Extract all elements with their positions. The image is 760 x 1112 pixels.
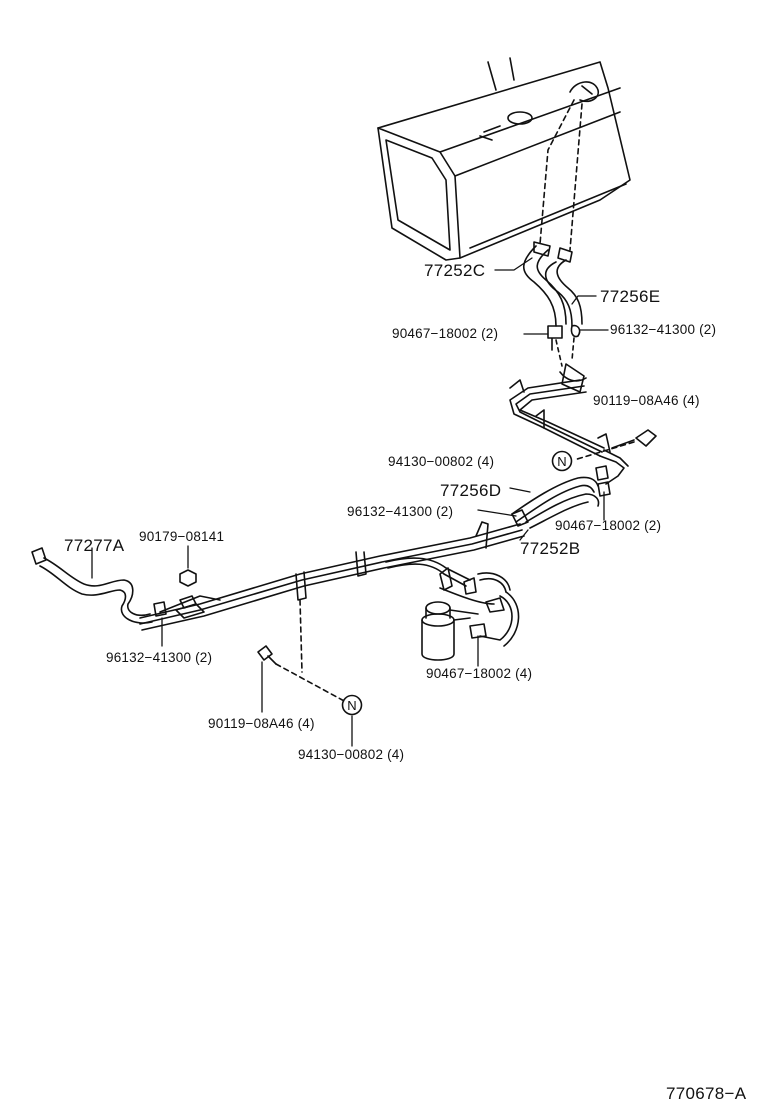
n-mark-bottom: N (347, 698, 356, 713)
label-90467-18002-bottom: 90467−18002 (4) (426, 666, 533, 681)
upper-pipe-run (509, 363, 629, 497)
n-mark-top: N (557, 454, 566, 469)
bolt-90119-right-drawing (611, 429, 657, 449)
bolt-90119-left-drawing (257, 645, 277, 665)
label-96132-41300-top: 96132−41300 (2) (610, 322, 717, 337)
label-77277a: 77277A (64, 536, 125, 555)
label-90179-08141: 90179−08141 (139, 529, 225, 544)
figure-id: 770678−A (666, 1084, 747, 1103)
hose-77256e-drawing (544, 247, 583, 327)
label-77252b: 77252B (520, 539, 581, 558)
hose-77256d-drawing (511, 476, 599, 523)
clamp-96132-left-drawing (153, 601, 167, 617)
label-90467-18002-top: 90467−18002 (2) (392, 326, 499, 341)
label-77256d: 77256D (440, 481, 502, 500)
label-90467-18002-mid: 90467−18002 (2) (555, 518, 662, 533)
fuel-filter-drawing (421, 601, 479, 661)
clamp-96132-top-drawing (570, 324, 581, 338)
nut-90179-drawing (175, 569, 205, 619)
label-90119-08a46-left: 90119−08A46 (4) (208, 716, 315, 731)
leader-tank-left (539, 99, 575, 245)
label-77252c: 77252C (424, 261, 486, 280)
label-leaders (91, 257, 609, 747)
label-94130-00802-top: 94130−00802 (4) (388, 454, 495, 469)
label-96132-41300-mid: 96132−41300 (2) (347, 504, 454, 519)
n-mark-circle-top (551, 450, 573, 472)
n-mark-circle-bottom (341, 694, 363, 716)
clip-90467-top-drawing (547, 325, 563, 351)
label-96132-41300-left: 96132−41300 (2) (106, 650, 213, 665)
hose-77277a-drawing (31, 547, 153, 624)
clip-90467-bottom-drawing (469, 623, 487, 639)
leader-tank-right (569, 103, 583, 251)
fuel-tank (377, 57, 631, 261)
hose-77252c-drawing (522, 241, 567, 327)
label-90119-08a46-right: 90119−08A46 (4) (593, 393, 700, 408)
label-77256e: 77256E (600, 287, 661, 306)
label-94130-00802-bottom: 94130−00802 (4) (298, 747, 405, 762)
hose-77252b-drawing (511, 493, 600, 529)
